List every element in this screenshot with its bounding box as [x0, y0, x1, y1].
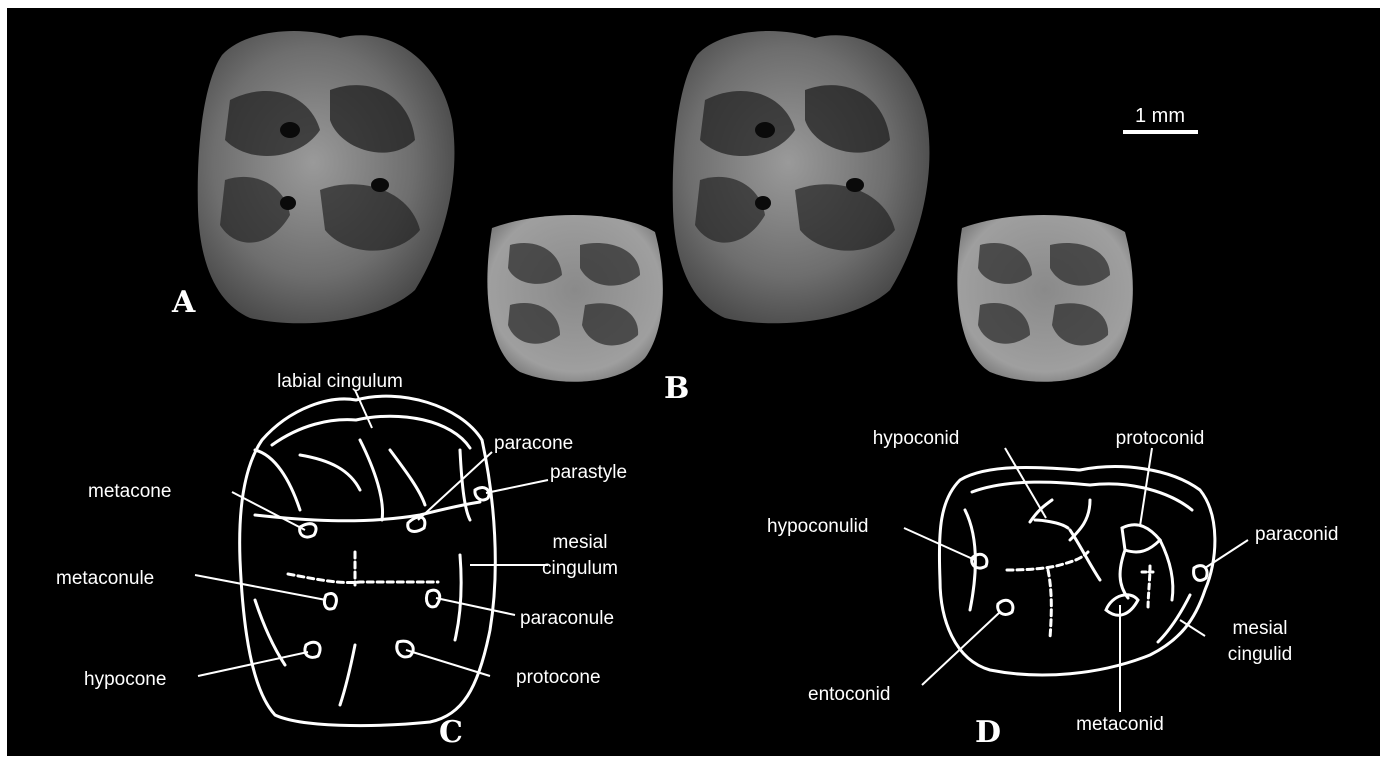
label-metacone: metacone: [88, 481, 171, 502]
label-mesial-cingulum-2: cingulum: [542, 558, 618, 579]
label-protoconid: protoconid: [1116, 428, 1205, 449]
label-hypoconid: hypoconid: [873, 428, 960, 449]
label-mesial-cingulid-1: mesial: [1233, 618, 1288, 639]
lower-molar-photo-right: [957, 215, 1132, 382]
panel-label-a: A: [171, 285, 196, 320]
label-metaconid: metaconid: [1076, 714, 1164, 735]
panel-label-c: C: [439, 715, 463, 750]
label-mesial-cingulum-1: mesial: [553, 532, 608, 553]
upper-molar-photo-right: [673, 31, 930, 323]
upper-molar-photo-left: [198, 31, 455, 323]
label-labial-cingulum: labial cingulum: [277, 371, 403, 392]
panel-label-d: D: [975, 715, 1001, 750]
label-entoconid: entoconid: [808, 684, 890, 705]
label-mesial-cingulid-2: cingulid: [1228, 644, 1292, 665]
drawing-c-upper-molar: [240, 396, 496, 725]
scale-bar: 1 mm: [1123, 105, 1198, 132]
label-hypocone: hypocone: [84, 669, 166, 690]
label-paraconid: paraconid: [1255, 524, 1338, 545]
scale-bar-label: 1 mm: [1135, 105, 1185, 127]
lower-molar-photo-left: [487, 215, 662, 382]
label-metaconule: metaconule: [56, 568, 154, 589]
panel-label-b: B: [664, 371, 689, 406]
label-parastyle: parastyle: [550, 462, 627, 483]
drawing-d-lower-molar: [939, 467, 1215, 675]
label-protocone: protocone: [516, 667, 601, 688]
label-paraconule: paraconule: [520, 608, 614, 629]
label-paracone: paracone: [494, 433, 573, 454]
label-hypoconulid: hypoconulid: [767, 516, 868, 537]
